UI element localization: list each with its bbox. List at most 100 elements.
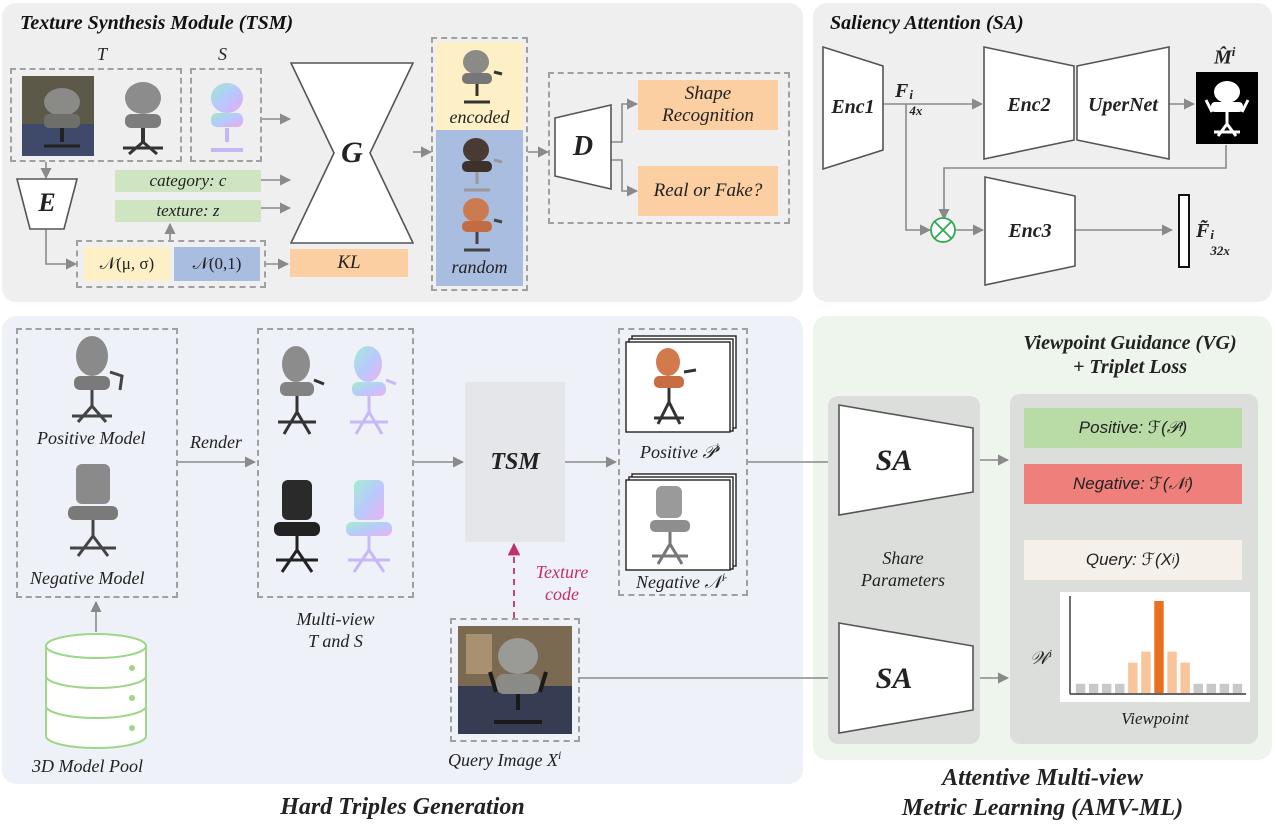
- generated-images-group: [431, 37, 528, 291]
- negative-feature-sup: i: [1184, 478, 1188, 490]
- positive-p-label: Positive 𝒫i: [640, 440, 719, 463]
- multiview-texture-positive: [278, 346, 325, 435]
- database-icon: [45, 633, 147, 749]
- kl-loss-box: KL: [290, 249, 408, 277]
- enc3-block: [984, 176, 1076, 286]
- query-image-text: Query Image X: [448, 750, 558, 770]
- amv-title: Attentive Multi-view Metric Learning (AM…: [813, 762, 1272, 824]
- positive-p-text: Positive 𝒫: [640, 442, 716, 462]
- weight-label: 𝒲i: [1030, 648, 1052, 669]
- texture-code-line2: code: [545, 584, 579, 604]
- shape-recognition-box: Shape Recognition: [638, 80, 778, 130]
- negative-stack: [625, 473, 737, 571]
- feature-32x-sup: i: [1210, 227, 1214, 242]
- discriminator-group: [548, 72, 790, 224]
- discriminator-d: [554, 104, 612, 190]
- sa-top-block: [838, 404, 974, 516]
- sa-top-label: SA: [875, 444, 913, 477]
- negative-feature-text: Negative: ℱ(𝒩: [1073, 474, 1185, 493]
- sa-title: Saliency Attention (SA): [830, 12, 1024, 34]
- positive-model-image: [72, 336, 124, 423]
- shape-normal-map: [211, 83, 243, 152]
- mask-label: M̂i: [1214, 44, 1235, 70]
- encoder-e-label: E: [38, 188, 56, 217]
- viewpoint-bar: [1101, 683, 1112, 693]
- query-image-sup: i: [557, 748, 562, 762]
- enc1-block: [822, 46, 884, 170]
- sa-bottom-label: SA: [875, 662, 913, 695]
- query-image-label: Query Image Xi: [448, 748, 561, 771]
- models-group: [16, 328, 178, 598]
- negative-n-text: Negative 𝒩: [636, 572, 722, 592]
- share-line2: Parameters: [861, 570, 945, 590]
- texture-images-group: [10, 68, 182, 162]
- random-label: random: [451, 256, 508, 277]
- mask-sup: i: [1231, 44, 1236, 59]
- generator-g: [290, 62, 414, 244]
- texture-box: texture: z: [115, 200, 261, 222]
- viewpoint-bar: [1088, 683, 1099, 693]
- multiview-texture-negative: [274, 480, 320, 573]
- viewpoint-weight-chart: [1060, 592, 1250, 702]
- amv-title-line1: Attentive Multi-view: [942, 765, 1143, 791]
- generator-g-label: G: [341, 136, 363, 169]
- multiview-caption-line1: Multi-view: [296, 609, 375, 629]
- shape-recognition-label: Shape Recognition: [662, 83, 754, 126]
- vg-title: Viewpoint Guidance (VG) + Triplet Loss: [990, 330, 1270, 380]
- viewpoint-bar: [1115, 683, 1125, 693]
- negative-feature-paren: ): [1187, 474, 1193, 493]
- feature-4x-sub: 4x: [909, 103, 923, 118]
- weight-text: 𝒲: [1030, 648, 1049, 668]
- enc1-label: Enc1: [831, 95, 875, 118]
- positive-stack: [625, 335, 737, 433]
- vg-title-line2: + Triplet Loss: [1073, 356, 1187, 378]
- query-feature-paren: ): [1174, 550, 1181, 569]
- feature-32x-sub: 32x: [1210, 243, 1230, 258]
- texture-code-label: Texture code: [522, 560, 602, 606]
- viewpoint-bar: [1206, 683, 1217, 693]
- upernet-block: [1076, 46, 1170, 160]
- enc2-block: [983, 46, 1075, 160]
- weight-sup: i: [1048, 648, 1052, 660]
- viewpoint-bar: [1141, 651, 1151, 693]
- category-box: category: c: [115, 170, 261, 192]
- negative-n-label: Negative 𝒩i: [636, 570, 725, 593]
- encoded-label: encoded: [449, 106, 510, 127]
- render-label: Render: [190, 432, 242, 452]
- positive-feature-sup: i: [1179, 422, 1182, 434]
- vg-title-line1: Viewpoint Guidance (VG): [1023, 332, 1237, 354]
- positive-p-sup: i: [715, 440, 719, 454]
- real-or-fake-box: Real or Fake?: [638, 166, 778, 216]
- query-feature-sup: i: [1171, 554, 1175, 566]
- label-t: T: [97, 44, 108, 64]
- dist-mu-sigma: 𝒩(μ, σ): [84, 247, 170, 281]
- discriminator-d-label: D: [572, 131, 594, 162]
- sa-bottom-block: [838, 622, 974, 734]
- shape-images-group: [190, 68, 262, 162]
- positive-negative-group: [618, 328, 748, 596]
- share-parameters-label: Share Parameters: [838, 546, 968, 592]
- label-s: S: [218, 44, 227, 64]
- viewpoint-bar: [1154, 601, 1164, 693]
- viewpoint-bar: [1232, 683, 1243, 693]
- random-chair-dark: [462, 138, 503, 192]
- dist-standard-normal: 𝒩(0,1): [174, 247, 260, 281]
- multiview-shape-negative: [346, 480, 392, 573]
- query-feature-text: Query: ℱ(X: [1085, 550, 1172, 569]
- saliency-mask-image: [1196, 72, 1258, 144]
- tsm-title: Texture Synthesis Module (TSM): [20, 12, 294, 34]
- query-image-group: [450, 618, 580, 742]
- multiview-shape-positive: [350, 346, 397, 435]
- upernet-label: UperNet: [1088, 93, 1158, 116]
- positive-feature-text: Positive: ℱ(𝒫: [1078, 418, 1180, 437]
- multiview-caption-line2: T and S: [308, 631, 363, 651]
- viewpoint-bar: [1193, 683, 1203, 693]
- share-line1: Share: [882, 548, 924, 568]
- viewpoint-bar: [1075, 683, 1086, 693]
- negative-model-label: Negative Model: [30, 568, 145, 588]
